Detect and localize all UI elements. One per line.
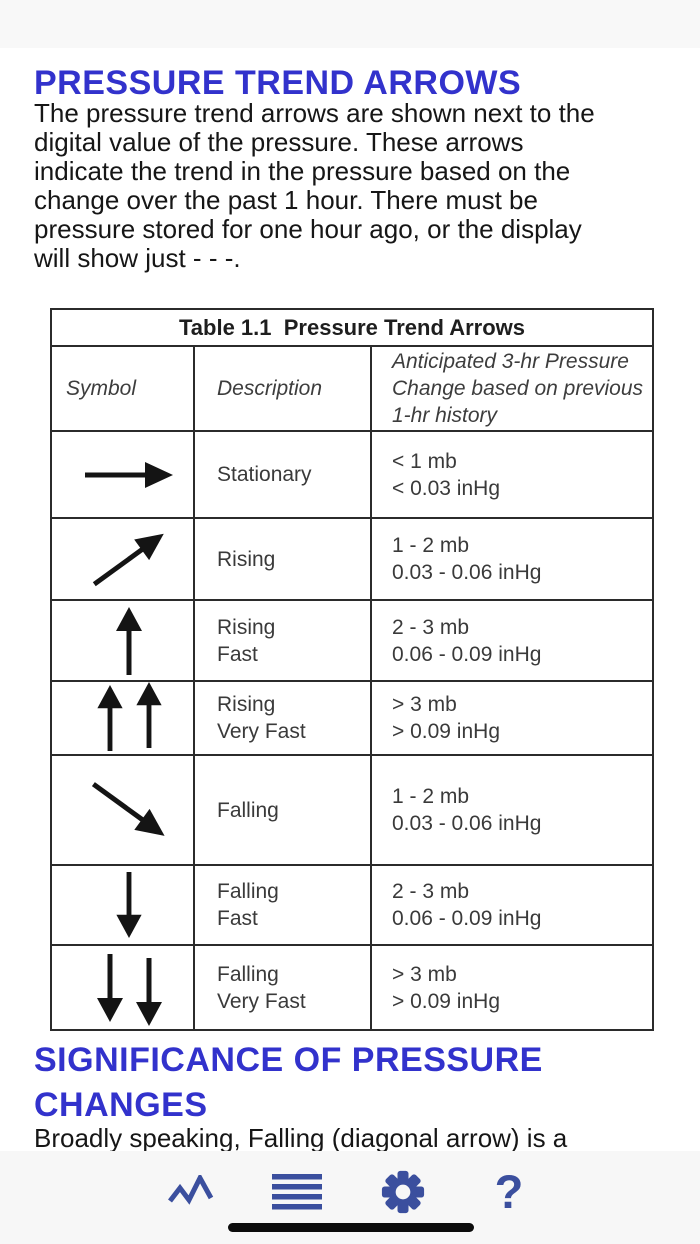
trend-description: Rising Fast [193, 599, 372, 682]
table-row: Falling 1 - 2 mb 0.03 - 0.06 inHg [50, 754, 655, 866]
section-heading-significance: SIGNIFICANCE OF PRESSURE CHANGES [34, 1041, 543, 1124]
settings-gear-icon [381, 1170, 425, 1214]
menu-button[interactable] [272, 1168, 322, 1216]
trend-description: Falling Fast [193, 864, 372, 946]
intro-paragraph: The pressure trend arrows are shown next… [34, 98, 595, 273]
nav-icon-row: ? [0, 1168, 700, 1216]
table-row: Rising Fast 2 - 3 mb 0.06 - 0.09 inHg [50, 599, 655, 682]
menu-icon [272, 1174, 322, 1210]
col-header-symbol: Symbol [50, 345, 195, 432]
status-bar-area [0, 0, 700, 48]
trend-change: > 3 mb > 0.09 inHg [369, 944, 655, 1031]
table-row: Falling Fast 2 - 3 mb 0.06 - 0.09 inHg [50, 864, 655, 946]
table-row: Rising 1 - 2 mb 0.03 - 0.06 inHg [50, 517, 655, 601]
help-question-icon: ? [494, 1165, 524, 1218]
col-header-change: Anticipated 3-hr Pressure Change based o… [369, 345, 655, 432]
up-right-arrow-icon [92, 533, 164, 587]
settings-button[interactable] [378, 1168, 428, 1216]
trend-description: Falling Very Fast [193, 944, 372, 1031]
trend-change: < 1 mb < 0.03 inHg [369, 430, 655, 519]
col-header-description: Description [193, 345, 372, 432]
trend-description: Stationary [193, 430, 372, 519]
trend-graph-icon [168, 1175, 214, 1205]
table-row: Stationary < 1 mb < 0.03 inHg [50, 430, 655, 519]
table-title: Table 1.1 Pressure Trend Arrows [49, 308, 655, 347]
trend-change: > 3 mb > 0.09 inHg [369, 680, 655, 756]
bottom-nav-bar: ? [0, 1151, 700, 1244]
pressure-trend-table: Table 1.1 Pressure Trend Arrows Symbol D… [49, 308, 655, 1031]
right-arrow-icon [85, 461, 173, 488]
home-indicator[interactable] [228, 1223, 474, 1232]
trend-change: 2 - 3 mb 0.06 - 0.09 inHg [369, 599, 655, 682]
trend-change: 1 - 2 mb 0.03 - 0.06 inHg [369, 517, 655, 601]
trend-description: Falling [193, 754, 372, 866]
down-arrow-icon [116, 872, 142, 938]
double-up-arrow-icon [66, 682, 192, 751]
trend-change: 1 - 2 mb 0.03 - 0.06 inHg [369, 754, 655, 866]
down-right-arrow-icon [91, 782, 165, 836]
up-arrow-icon [116, 606, 142, 675]
help-button[interactable]: ? [484, 1168, 534, 1216]
trend-description: Rising Very Fast [193, 680, 372, 756]
trend-change: 2 - 3 mb 0.06 - 0.09 inHg [369, 864, 655, 946]
table-row: Rising Very Fast > 3 mb > 0.09 inHg [50, 680, 655, 756]
trend-graph-button[interactable] [166, 1168, 216, 1216]
double-down-arrow-icon [66, 953, 192, 1026]
trend-description: Rising [193, 517, 372, 601]
section-paragraph-partial: Broadly speaking, Falling (diagonal arro… [34, 1123, 568, 1153]
table-row: Falling Very Fast > 3 mb > 0.09 inHg [50, 944, 655, 1031]
page-title: PRESSURE TREND ARROWS [34, 64, 522, 102]
